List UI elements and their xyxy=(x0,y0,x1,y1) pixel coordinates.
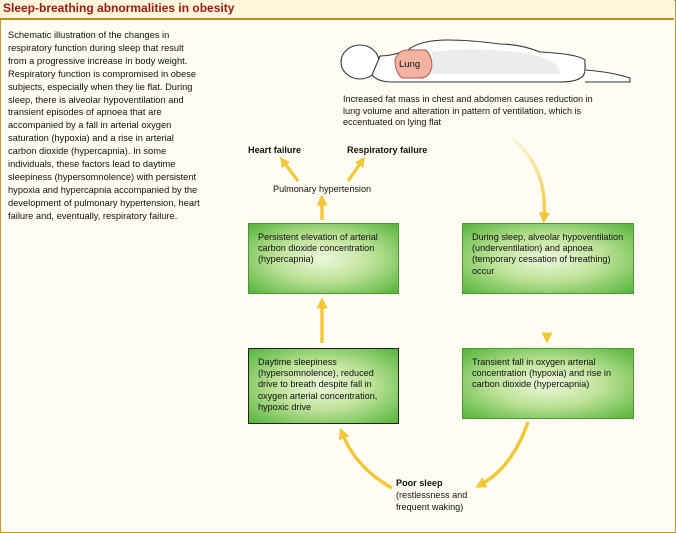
arrow-transient-to-poor-sleep xyxy=(475,421,530,488)
heart-failure-label: Heart failure xyxy=(248,145,302,155)
pulmonary-hypertension-label: Pulmonary hypertension xyxy=(273,184,372,194)
box-hypercapnia: Persistent elevation of arterial carbon … xyxy=(248,223,399,294)
poor-sleep-title: Poor sleep xyxy=(396,478,443,488)
poor-sleep-detail: (restlessness and frequent waking) xyxy=(396,490,468,512)
figure-title: Sleep-breathing abnormalities in obesity xyxy=(3,1,235,15)
box-during-sleep: During sleep, alveolar hypoventilation (… xyxy=(462,223,634,294)
respiratory-failure-label: Respiratory failure xyxy=(347,145,428,155)
arrow-pulmonary-to-respiratory-failure xyxy=(346,156,365,182)
box-transient-fall: Transient fall in oxygen arterial concen… xyxy=(462,348,634,419)
fat-mass-caption: Increased fat mass in chest and abdomen … xyxy=(343,94,593,128)
arrow-pulmonary-to-heart-failure xyxy=(279,156,300,182)
arrow-caption-to-sleep xyxy=(510,136,551,224)
abdomen-shading xyxy=(432,49,560,74)
box-daytime-sleepiness: Daytime sleepiness (hypersomnolence), re… xyxy=(248,348,399,424)
arrow-poor-sleep-to-daytime xyxy=(338,427,393,490)
lung-label: Lung xyxy=(399,59,421,70)
lung-shape xyxy=(394,49,433,79)
title-bar: Sleep-breathing abnormalities in obesity xyxy=(0,0,674,20)
description-text: Schematic illustration of the changes in… xyxy=(8,30,200,221)
